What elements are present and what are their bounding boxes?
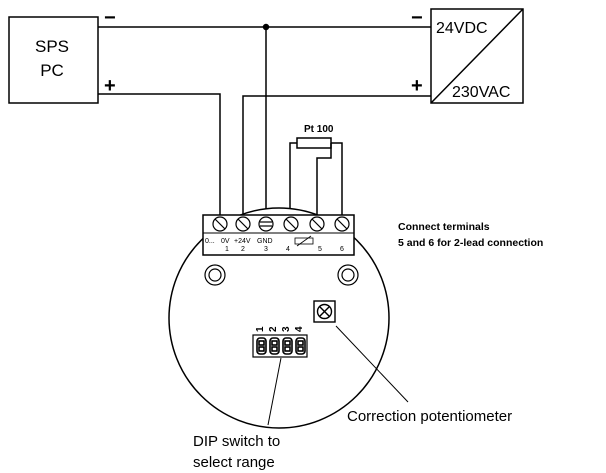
terminal-label-gnd: GND (257, 238, 273, 245)
pt100-sensor (289, 137, 343, 218)
terminal-labels: 0... 0V +24V GND 1 2 3 4 5 6 (205, 235, 344, 253)
dip-number-2: 2 (268, 326, 279, 332)
positive-bus (98, 93, 431, 218)
terminal-num-2: 2 (241, 246, 245, 253)
pt100-label: Pt 100 (304, 124, 334, 135)
dip-callout-line-2: select range (193, 454, 275, 471)
potentiometer-leader (335, 325, 409, 403)
sps-label: SPS (35, 37, 69, 56)
dip-leader (267, 357, 282, 426)
terminal-num-6: 6 (340, 246, 344, 253)
supply-diagonal (430, 8, 524, 104)
dip-callout-line-1: DIP switch to (193, 433, 280, 450)
negative-bus (98, 23, 431, 218)
dip-number-3: 3 (281, 326, 292, 332)
dip-number-4: 4 (294, 326, 305, 332)
note-line-1: Connect terminals (398, 221, 490, 233)
terminal-num-5: 5 (318, 246, 322, 253)
terminal-label-range: 0... (205, 238, 215, 245)
terminal-num-4: 4 (286, 246, 290, 253)
power-supply-box: 24VDC 230VAC (430, 8, 524, 104)
transmitter-housing: 0... 0V +24V GND 1 2 3 4 5 6 (168, 207, 390, 429)
terminal-screw-3 (258, 216, 274, 232)
sps-pc-box: SPS PC (8, 16, 99, 104)
supply-minus-mark: − (411, 7, 423, 29)
sps-plus-mark: + (104, 75, 116, 97)
supply-plus-mark: + (411, 75, 423, 97)
dip-switch: 1 2 3 4 (252, 326, 308, 358)
potentiometer-callout: Correction potentiometer (347, 408, 512, 425)
terminal-block (202, 214, 355, 256)
terminal-screws (212, 216, 350, 232)
dip-number-1: 1 (255, 326, 266, 332)
pc-label: PC (40, 61, 64, 80)
note-line-2: 5 and 6 for 2-lead connection (398, 237, 543, 249)
supply-ac-label: 230VAC (452, 84, 510, 101)
terminal-num-1: 1 (225, 246, 229, 253)
terminal-label-0v: 0V (221, 238, 230, 245)
supply-dc-label: 24VDC (436, 20, 488, 37)
mounting-holes (204, 264, 359, 286)
terminal-label-24v: +24V (234, 238, 251, 245)
sps-minus-mark: − (104, 7, 116, 29)
potentiometer (313, 300, 336, 323)
terminal-num-3: 3 (264, 246, 268, 253)
